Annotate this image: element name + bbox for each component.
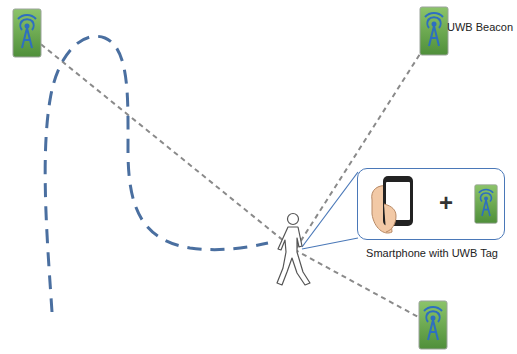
beacon-label: UWB Beacon bbox=[447, 21, 513, 33]
person bbox=[277, 214, 310, 286]
range-line bbox=[27, 32, 434, 325]
plus-sign: + bbox=[439, 189, 453, 217]
uwb-beacon bbox=[419, 301, 447, 349]
uwb-tag bbox=[475, 185, 497, 223]
uwb-beacon bbox=[13, 9, 41, 57]
callout-box: +Smartphone with UWB Tag bbox=[357, 168, 505, 240]
uwb-beacon bbox=[420, 7, 448, 55]
smartphone-hand bbox=[372, 176, 413, 233]
trajectory bbox=[45, 36, 268, 312]
callout-caption: Smartphone with UWB Tag bbox=[366, 247, 498, 259]
callout-leader bbox=[302, 172, 358, 249]
